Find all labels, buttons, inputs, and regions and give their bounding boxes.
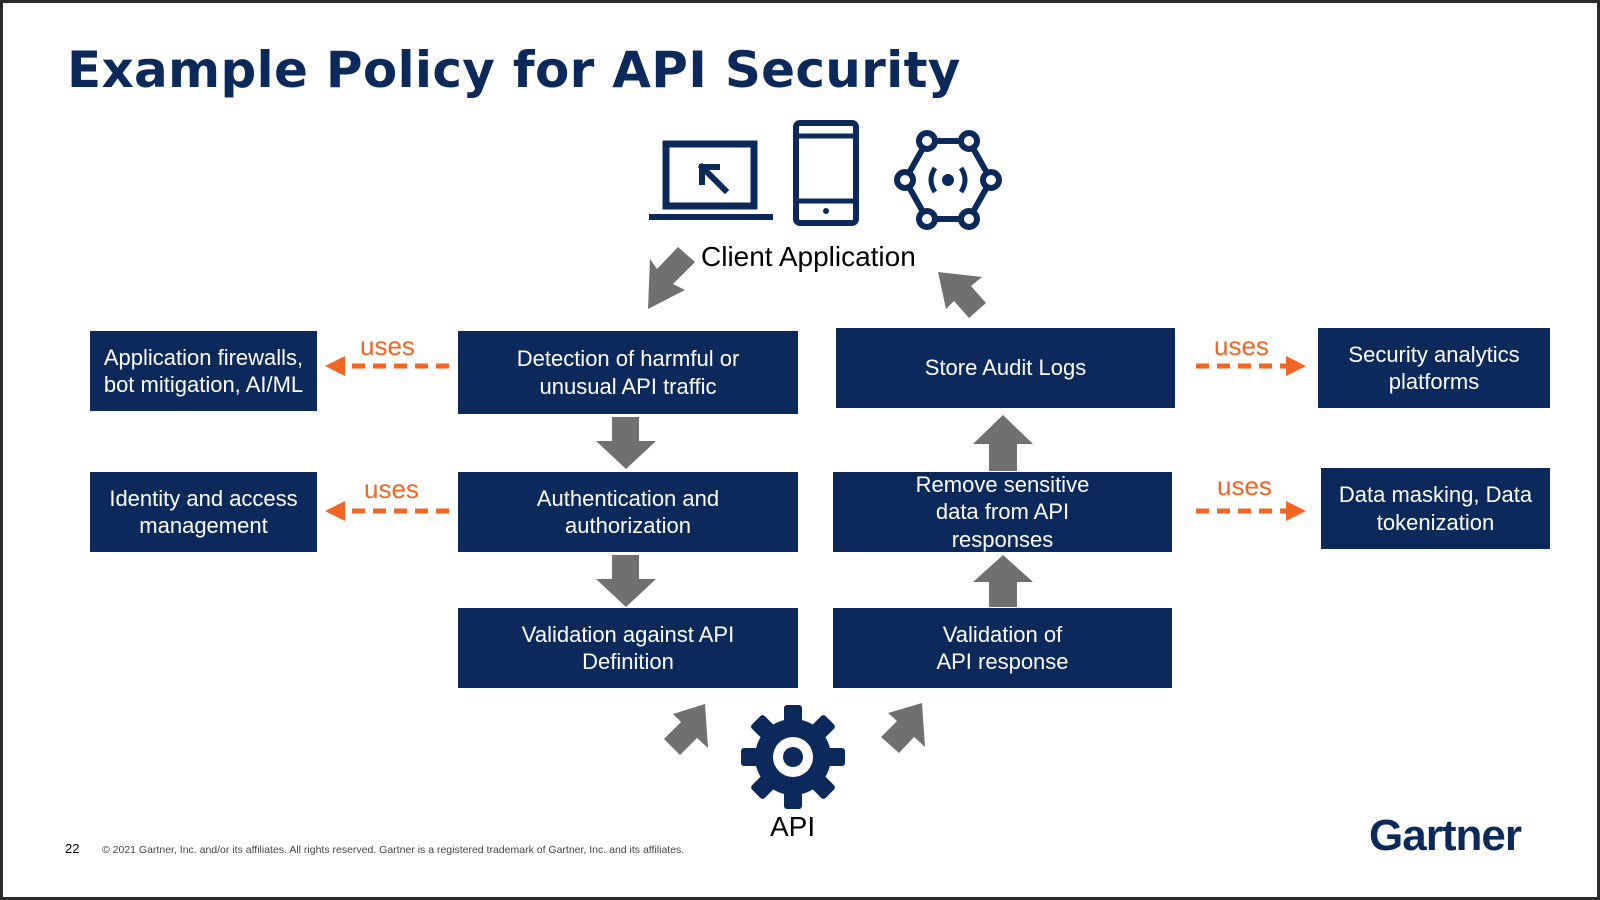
page-number: 22 xyxy=(65,841,80,856)
network-hub-icon xyxy=(894,130,1002,230)
box-firewalls: Application firewalls, bot mitigation, A… xyxy=(90,331,317,411)
arrow-logs-to-client xyxy=(938,272,986,318)
box-remove-sensitive: Remove sensitive data from API responses xyxy=(833,472,1172,552)
uses-label-analytics: uses xyxy=(1214,331,1269,361)
gartner-logo: Gartner xyxy=(1369,811,1522,860)
arrow-api-to-response xyxy=(881,703,925,753)
copyright-notice: © 2021 Gartner, Inc. and/or its affiliat… xyxy=(102,844,685,856)
arrow-detection-to-auth xyxy=(596,417,656,469)
uses-arrows xyxy=(341,363,1289,514)
slide: Example Policy for API Security xyxy=(3,3,1597,897)
box-store-audit-logs: Store Audit Logs xyxy=(836,328,1175,408)
laptop-icon xyxy=(649,140,773,220)
arrow-validation-to-api xyxy=(664,704,708,755)
page-title: Example Policy for API Security xyxy=(67,41,961,99)
tablet-icon xyxy=(793,120,859,226)
client-application-label: Client Application xyxy=(701,241,916,272)
uses-label-iam: uses xyxy=(364,474,419,504)
arrow-response-to-remove xyxy=(973,555,1033,607)
flow-arrows xyxy=(596,247,1033,755)
uses-arrowheads xyxy=(325,356,1306,521)
api-label: API xyxy=(770,811,816,842)
diagram-graphics xyxy=(325,120,1306,809)
uses-label-masking: uses xyxy=(1217,471,1272,501)
box-validation-response: Validation of API response xyxy=(833,608,1172,688)
box-detection: Detection of harmful or unusual API traf… xyxy=(458,331,798,414)
box-validation-definition: Validation against API Definition xyxy=(458,608,798,688)
box-authentication: Authentication and authorization xyxy=(458,472,798,552)
box-data-masking: Data masking, Data tokenization xyxy=(1321,468,1550,549)
box-security-analytics: Security analytics platforms xyxy=(1318,328,1550,408)
arrow-remove-to-logs xyxy=(973,415,1033,471)
box-identity-access: Identity and access management xyxy=(90,472,317,552)
uses-label-firewalls: uses xyxy=(360,331,415,361)
arrow-auth-to-validation xyxy=(596,555,656,607)
arrow-client-to-detection xyxy=(648,247,695,309)
gear-icon xyxy=(741,705,845,809)
